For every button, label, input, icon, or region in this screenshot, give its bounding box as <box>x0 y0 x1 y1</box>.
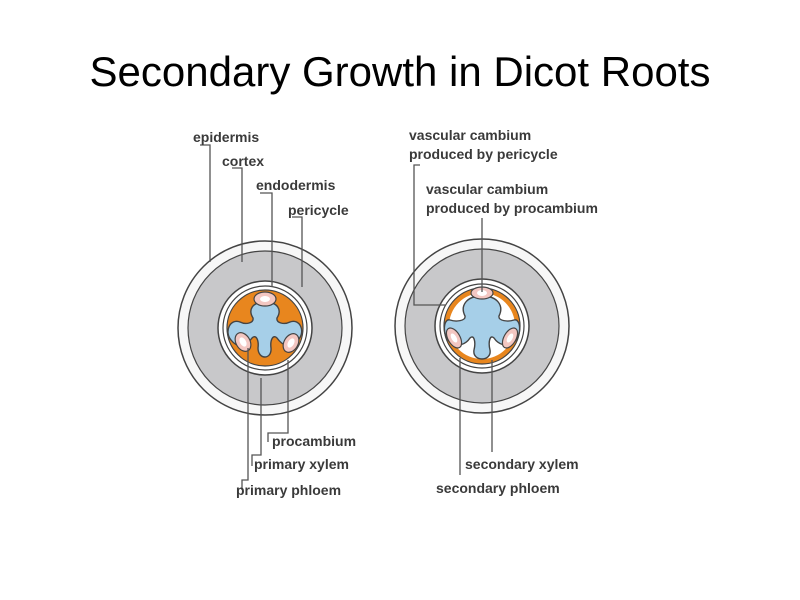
left-primary-phloem-core-top <box>260 296 270 302</box>
label-cortex: cortex <box>222 153 264 169</box>
left-primary-phloem-core-right <box>287 338 295 348</box>
label-secondary-phloem: secondary phloem <box>436 480 560 496</box>
label-cambium-pericycle-line2: produced by pericycle <box>409 146 558 162</box>
slide-title: Secondary Growth in Dicot Roots <box>89 48 711 95</box>
label-primary-xylem: primary xylem <box>254 456 349 472</box>
label-cambium-pericycle-line1: vascular cambium <box>409 127 531 143</box>
left-primary-phloem-core-left <box>239 337 247 347</box>
label-secondary-xylem: secondary xylem <box>465 456 579 472</box>
right-secondary-phloem-core-right <box>506 333 514 343</box>
left-leader-lines <box>200 144 303 490</box>
label-pericycle: pericycle <box>288 202 349 218</box>
right-leader-lines <box>413 164 493 475</box>
label-procambium: procambium <box>272 433 356 449</box>
right-secondary-phloem-core-top <box>477 290 487 296</box>
label-epidermis: epidermis <box>193 129 259 145</box>
label-cambium-procambium-line1: vascular cambium <box>426 181 548 197</box>
right-secondary-xylem <box>443 295 521 360</box>
label-endodermis: endodermis <box>256 177 336 193</box>
label-cambium-procambium-line2: produced by procambium <box>426 200 598 216</box>
left-root-cross-section <box>177 240 353 416</box>
right-secondary-phloem-core-left <box>450 333 458 343</box>
left-labels: epidermis cortex endodermis pericycle pr… <box>193 129 356 498</box>
label-primary-phloem: primary phloem <box>236 482 341 498</box>
right-labels: vascular cambium produced by pericycle v… <box>409 127 598 496</box>
right-root-cross-section <box>394 238 570 414</box>
